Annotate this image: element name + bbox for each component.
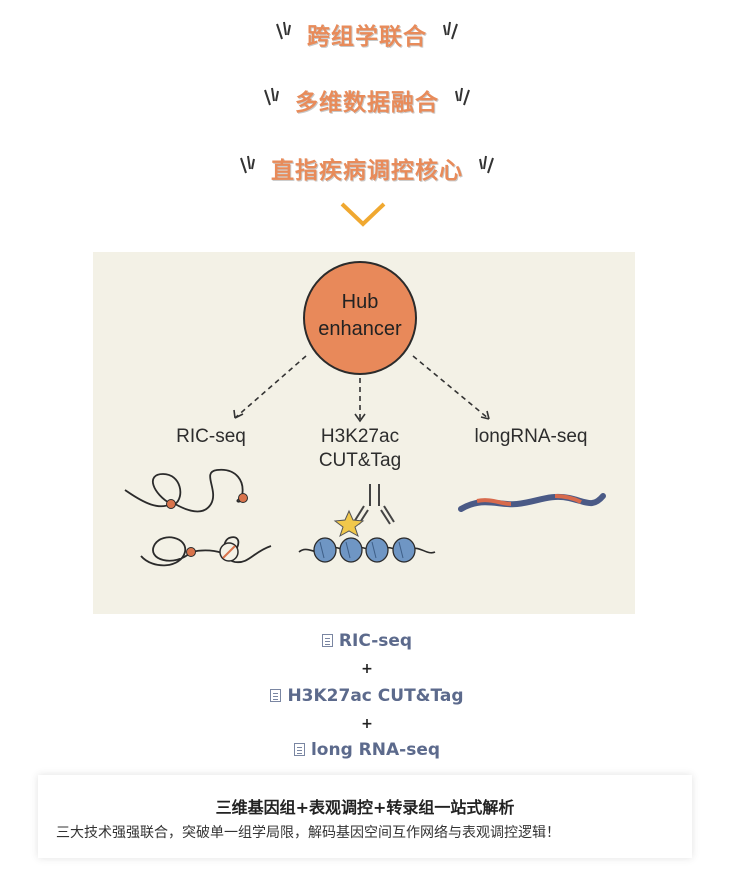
plus-sign: + — [361, 661, 373, 677]
antibody-icon — [353, 484, 395, 525]
rna-loop-icon — [124, 468, 272, 567]
method-label-cut-tag: H3K27ac CUT&Tag — [318, 426, 402, 471]
plus-sign: + — [361, 716, 373, 732]
rna-strand-icon — [458, 493, 606, 512]
nucleosome-icon — [298, 537, 436, 563]
technique-item: RIC-seq — [0, 631, 734, 651]
summary-body: 三大技术强强联合，突破单一组学局限，解码基因空间互作网络与表观调控逻辑！ — [56, 825, 560, 841]
burst-left-icon — [273, 21, 297, 47]
document-icon — [321, 634, 333, 647]
slogan-text: 多维数据融合 — [295, 90, 439, 116]
slogan-text: 直指疾病调控核心 — [271, 158, 463, 184]
star-icon — [333, 509, 365, 538]
summary-card: 三维基因组+表观调控+转录组一站式解析 三大技术强强联合，突破单一组学局限，解码… — [38, 775, 692, 858]
slogan-1: 跨组学联合 — [0, 12, 734, 56]
burst-left-icon — [261, 87, 285, 113]
document-icon — [293, 743, 305, 756]
method-label-ric-seq: RIC-seq — [176, 426, 246, 447]
chevron-down-icon — [340, 202, 386, 227]
burst-right-icon — [473, 155, 497, 181]
burst-right-icon — [437, 21, 461, 47]
summary-title: 三维基因组+表观调控+转录组一站式解析 — [215, 798, 515, 817]
document-icon — [270, 689, 282, 702]
technique-item: long RNA-seq — [0, 740, 734, 760]
method-label-longrna-seq: longRNA-seq — [474, 426, 588, 447]
slogan-3: 直指疾病调控核心 — [0, 146, 734, 190]
hub-label: Hub enhancer — [318, 291, 402, 340]
burst-left-icon — [237, 155, 261, 181]
technique-item: H3K27ac CUT&Tag — [0, 686, 734, 706]
method-diagram: Hub enhancer RIC-seq H3K27ac CUT&Tag lon… — [93, 252, 635, 614]
slogan-text: 跨组学联合 — [307, 24, 427, 50]
burst-right-icon — [449, 87, 473, 113]
hub-circle — [303, 261, 417, 375]
slogan-2: 多维数据融合 — [0, 78, 734, 122]
diagram-graphics — [124, 261, 606, 567]
